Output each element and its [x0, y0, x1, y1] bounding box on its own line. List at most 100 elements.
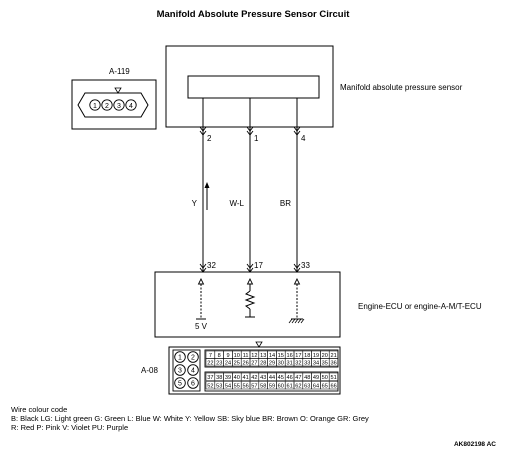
sensor-pin-number: 2: [207, 134, 212, 143]
ecu-connector-pin-label: 30: [278, 361, 284, 367]
legend-line-1: B: Black LG: Light green G: Green L: Blu…: [11, 414, 369, 423]
ecu-connector-pin-label: 60: [278, 384, 284, 390]
ecu-connector-side-pin: [187, 351, 199, 363]
ecu-pin-number: 17: [254, 261, 263, 270]
ecu-connector-pin-label: 40: [234, 375, 240, 381]
ecu-connector-pin-label: 18: [304, 353, 310, 359]
ecu-connector-side-pin: [174, 377, 186, 389]
ecu-connector-side-pin: [187, 364, 199, 376]
sensor-connector-key-icon: [114, 87, 122, 94]
ecu-connector-side-pin-label: 1: [178, 355, 182, 362]
ecu-connector-pin-label: 35: [322, 361, 328, 367]
ecu-connector-pin-label: 61: [286, 384, 292, 390]
ecu-connector-pin-label: 49: [313, 375, 319, 381]
sensor-connector-pin: [125, 99, 137, 111]
resistor-icon: [244, 277, 256, 318]
ecu-box: [154, 271, 341, 338]
ecu-connector-key-icon: [255, 341, 263, 348]
ecu-connector-pin-label: 65: [322, 384, 328, 390]
ecu-connector-side-pin: [174, 364, 186, 376]
ecu-connector-pin-label: 32: [295, 361, 301, 367]
ecu-connector-pin-label: 21: [330, 353, 336, 359]
sensor-element: [187, 75, 320, 99]
ecu-pin-number: 33: [301, 261, 310, 270]
sensor-connector-pin: [113, 99, 125, 111]
ecu-connector-pin-cell: [328, 381, 339, 390]
ecu-connector-pin-label: 52: [207, 384, 213, 390]
wire-color-code: W-L: [229, 199, 244, 208]
ecu-connector-side-pin-label: 2: [191, 355, 195, 362]
ecu-connector-pin-cell: [328, 358, 339, 367]
ecu-connector-pin-label: 57: [251, 384, 257, 390]
ecu-label: Engine-ECU or engine-A-M/T-ECU: [358, 302, 482, 311]
ecu-connector-pin-label: 53: [216, 384, 222, 390]
ecu-connector-pin-label: 50: [322, 375, 328, 381]
wire-color-code: BR: [280, 199, 291, 208]
sensor-label: Manifold absolute pressure sensor: [340, 83, 463, 92]
ecu-connector-pin-label: 47: [295, 375, 301, 381]
sensor-connector-label: A-119: [109, 67, 130, 76]
ecu-connector-side-pins: 1 2 3 4 5 6: [174, 351, 199, 389]
ecu-connector-pin-label: 11: [243, 353, 249, 359]
ecu-connector-pin-label: 17: [295, 353, 301, 359]
ecu-connector-pin-label: 34: [313, 361, 319, 367]
sensor-connector-pin: [89, 99, 101, 111]
ecu-connector-pin-label: 33: [304, 361, 310, 367]
ecu-connector-pin-label: 62: [295, 384, 301, 390]
ecu-connector-pin-label: 10: [234, 353, 240, 359]
ecu-connector-pin-label: 43: [260, 375, 266, 381]
ecu-connector-pin-label: 66: [330, 384, 336, 390]
legend-line-2: R: Red P: Pink V: Violet PU: Purple: [11, 423, 128, 432]
ecu-connector-pin-label: 22: [207, 361, 213, 367]
supply-5v-symbol: [196, 277, 206, 320]
ecu-connector-pin-label: 13: [260, 353, 266, 359]
ecu-connector-pin-label: 24: [225, 361, 231, 367]
legend-heading: Wire colour code: [11, 405, 67, 414]
ecu-connector-pin-label: 45: [278, 375, 284, 381]
ecu-connector-pin-label: 64: [313, 384, 319, 390]
ecu-connector-side-pin: [174, 351, 186, 363]
ecu-connector-pin-cell: [328, 372, 339, 381]
ecu-connector-pin-label: 31: [286, 361, 292, 367]
ecu-connector-pin-label: 55: [234, 384, 240, 390]
figure-code: AK802198 AC: [454, 441, 496, 448]
signal-direction-arrow-icon: [204, 182, 210, 210]
ecu-connector-pin-label: 29: [269, 361, 275, 367]
ecu-connector-side-pin: [187, 377, 199, 389]
sensor-pin-number: 1: [254, 134, 259, 143]
ecu-connector-side-pin-label: 3: [178, 368, 182, 375]
sensor-pin-number: 4: [301, 134, 306, 143]
ecu-connector-pin-label: 56: [242, 384, 248, 390]
ecu-connector-frame: [168, 346, 341, 395]
ecu-connector-pin-label: 36: [330, 361, 336, 367]
supply-5v-label: 5 V: [195, 322, 208, 331]
ecu-connector-pin-label: 59: [269, 384, 275, 390]
sensor-connector-pin-label: 3: [117, 103, 121, 110]
ecu-connector-pin-label: 12: [251, 353, 257, 359]
ecu-connector-pin-label: 15: [278, 353, 284, 359]
diagram-title: Manifold Absolute Pressure Sensor Circui…: [157, 9, 351, 20]
ecu-connector-pin-label: 19: [313, 353, 319, 359]
ecu-connector-pin-label: 37: [207, 375, 213, 381]
sensor-connector-shell: [77, 92, 149, 118]
ecu-connector-pin-label: 26: [242, 361, 248, 367]
ecu-connector-pin-label: 41: [242, 375, 248, 381]
ecu-connector-pin-label: 9: [226, 353, 229, 359]
ecu-connector-pin-label: 46: [286, 375, 292, 381]
ecu-connector-pin-label: 25: [234, 361, 240, 367]
ecu-connector-pin-label: 23: [216, 361, 222, 367]
sensor-connector-pin-label: 4: [129, 103, 133, 110]
ecu-connector-side-pin-label: 6: [191, 381, 195, 388]
ecu-connector-pin-label: 38: [216, 375, 222, 381]
ecu-connector-side-pin-label: 4: [191, 368, 195, 375]
ecu-connector-pin-label: 14: [269, 353, 275, 359]
ecu-connector-side-pin-label: 5: [178, 381, 182, 388]
wire-color-code: Y: [192, 199, 198, 208]
ecu-connector-pin-label: 28: [260, 361, 266, 367]
ecu-connector-pin-label: 20: [322, 353, 328, 359]
ground-icon: [288, 277, 305, 324]
